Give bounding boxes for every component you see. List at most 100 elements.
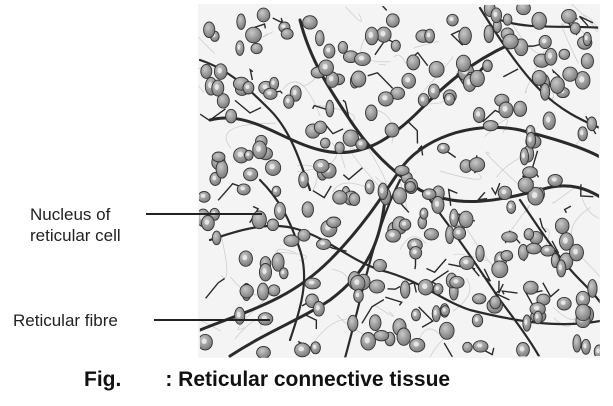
reticular-cell: [469, 69, 485, 88]
reticular-cell: [531, 11, 547, 30]
cell-nucleus-highlight: [217, 67, 222, 74]
cell-nucleus-highlight: [434, 200, 439, 207]
faint-mesh-line: [225, 122, 276, 149]
fibre-branch: [417, 144, 424, 156]
faint-mesh-line: [439, 169, 482, 180]
reticular-cell: [368, 314, 382, 332]
reticular-cell: [368, 279, 386, 294]
reticular-cell: [373, 330, 390, 342]
cell-nucleus-highlight: [380, 31, 386, 37]
fibre-branch: [551, 68, 561, 78]
cell-nucleus-highlight: [463, 259, 469, 265]
cell-nucleus-highlight: [320, 241, 326, 246]
cell-nucleus-highlight: [329, 76, 334, 82]
cell-nucleus-highlight: [542, 38, 547, 44]
cell-nucleus-highlight: [286, 98, 290, 103]
cell-nucleus-highlight: [546, 116, 551, 123]
reticular-cell: [458, 26, 472, 46]
reticular-cell: [384, 122, 400, 138]
reticular-cell: [561, 8, 577, 24]
caption-text: : Reticular connective tissue: [165, 368, 451, 391]
reticular-cell: [575, 303, 592, 322]
cell-nucleus-highlight: [433, 309, 437, 316]
cell-nucleus-highlight: [535, 314, 539, 319]
reticular-cell: [326, 216, 342, 229]
faint-mesh-line: [545, 227, 550, 246]
cell-nucleus-highlight: [563, 237, 568, 244]
reticular-cell: [392, 187, 408, 205]
cell-nucleus-highlight: [300, 176, 305, 182]
reticular-cell: [325, 99, 335, 118]
cell-nucleus-highlight: [425, 191, 431, 196]
cell-nucleus-highlight: [281, 270, 285, 275]
reticular-cell: [554, 217, 570, 235]
reticular-cell: [342, 129, 359, 147]
reticular-cell: [531, 69, 547, 86]
nucleus-label-line-2: reticular cell: [30, 226, 121, 245]
cell-nucleus-highlight: [474, 317, 479, 322]
reticular-cell: [267, 284, 281, 297]
cell-nucleus-highlight: [453, 279, 459, 284]
cell-nucleus-highlight: [236, 311, 241, 318]
reticular-cell: [365, 104, 378, 122]
fibre-branch: [580, 184, 594, 198]
reticular-cell: [468, 157, 486, 173]
reticular-cell: [482, 59, 493, 73]
reticular-cell: [558, 48, 571, 60]
fibre-branch: [563, 205, 572, 214]
reticular-cell: [513, 100, 528, 117]
fibre-branch: [323, 122, 344, 135]
reticular-cell: [423, 228, 439, 241]
cell-nucleus-highlight: [271, 80, 275, 85]
fibre-branch: [501, 290, 518, 295]
cell-nucleus-highlight: [551, 177, 557, 182]
reticular-cell: [523, 280, 539, 295]
reticular-cell: [458, 210, 474, 229]
reticular-cell: [257, 282, 269, 301]
fibre-branch: [498, 280, 504, 294]
fibre-branch: [426, 258, 447, 274]
fibre-branch: [476, 191, 488, 201]
fibre-branch: [387, 285, 401, 290]
cell-nucleus-highlight: [405, 77, 411, 83]
fibre-branch: [502, 68, 519, 78]
faint-mesh-line: [329, 4, 362, 22]
cell-nucleus-highlight: [421, 210, 425, 215]
cell-nucleus-highlight: [528, 136, 532, 142]
cell-nucleus-highlight: [262, 315, 267, 321]
faint-mesh-line: [399, 236, 427, 250]
cell-nucleus-highlight: [382, 95, 388, 101]
cell-nucleus-highlight: [524, 319, 528, 325]
figure-caption: Fig.: Reticular connective tissue: [84, 368, 554, 392]
reticular-fibre-strand: [518, 198, 600, 312]
cell-nucleus-highlight: [242, 254, 248, 261]
reticular-cell: [302, 15, 318, 30]
fibre-branch: [205, 277, 226, 299]
reticular-cell: [439, 321, 455, 340]
reticular-cell: [271, 252, 285, 272]
reticular-fibre-strand: [343, 178, 402, 358]
cell-nucleus-highlight: [201, 194, 206, 198]
reticular-cell: [236, 13, 246, 30]
cell-nucleus-highlight: [426, 32, 431, 38]
reticular-cell: [251, 210, 267, 230]
reticular-cell: [569, 22, 581, 35]
cell-nucleus-highlight: [262, 84, 268, 90]
cell-nucleus-highlight: [519, 346, 525, 352]
fibre-branch: [406, 120, 419, 144]
fibre-branch: [254, 23, 267, 29]
reticular-cell: [390, 39, 401, 52]
cell-nucleus-highlight: [212, 175, 217, 181]
reticular-cell: [400, 280, 411, 299]
cell-nucleus-highlight: [477, 343, 483, 348]
faint-mesh-line: [552, 186, 577, 204]
reticular-cell: [502, 33, 519, 50]
reticular-cell: [472, 293, 487, 305]
reticular-cell: [332, 190, 348, 205]
fibre-branch: [539, 217, 547, 233]
reticular-cell: [523, 228, 535, 241]
cell-nucleus-highlight: [240, 186, 245, 191]
cell-nucleus-highlight: [413, 311, 417, 316]
fibre-branch: [303, 313, 318, 329]
fibre-branch: [312, 185, 332, 199]
